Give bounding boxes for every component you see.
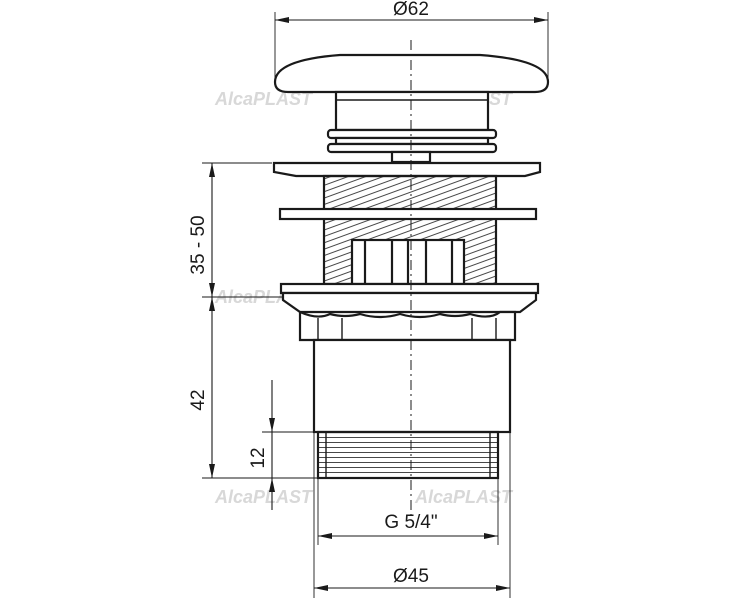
dimensions: Ø62 35 - 50 42 12 xyxy=(188,0,549,598)
lower-washer xyxy=(279,282,540,295)
drain-valve-drawing xyxy=(272,40,550,520)
dim-height-range: 35 - 50 xyxy=(188,162,282,298)
dim-label-thread-length: 12 xyxy=(248,447,269,468)
threaded-column xyxy=(322,174,498,286)
dim-thread-size: G 5/4" xyxy=(317,478,499,545)
dim-body-diameter: Ø45 xyxy=(313,432,511,598)
dim-cap-diameter: Ø62 xyxy=(274,0,549,80)
gasket xyxy=(281,291,538,314)
dim-body-height: 42 xyxy=(188,297,318,479)
watermark: AlcaPLAST xyxy=(214,487,314,507)
dim-label-body-height: 42 xyxy=(188,389,209,410)
nut xyxy=(298,310,517,342)
watermark: AlcaPLAST xyxy=(214,89,314,109)
body xyxy=(312,338,512,434)
dim-label-thread-size: G 5/4" xyxy=(384,512,437,533)
dim-thread-length: 12 xyxy=(248,380,314,510)
thread-section xyxy=(316,430,500,480)
watermark: AlcaPLAST xyxy=(414,487,514,507)
dim-label-cap-diameter: Ø62 xyxy=(393,0,429,20)
top-flange xyxy=(272,161,542,178)
cap-stem xyxy=(326,90,498,164)
dim-label-body-diameter: Ø45 xyxy=(393,566,429,587)
cap-dome xyxy=(273,53,550,94)
dim-label-height-range: 35 - 50 xyxy=(188,215,209,274)
washer xyxy=(278,207,538,221)
